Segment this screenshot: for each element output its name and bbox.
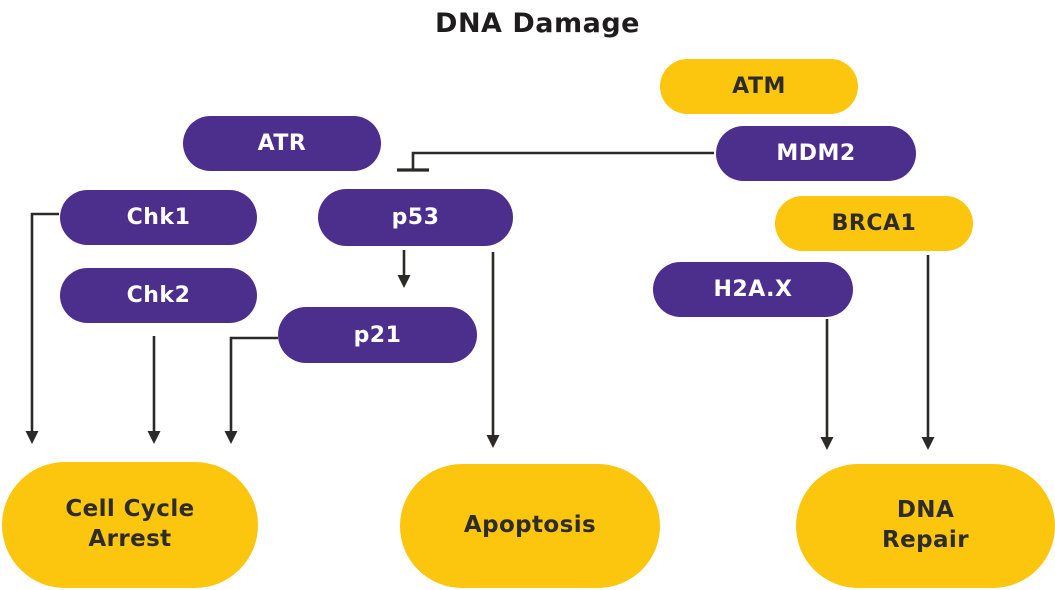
edge-p21-to-cell-cycle-arrest [229,336,278,432]
node-chk2: Chk2 [60,268,257,323]
node-label: Chk1 [126,205,191,230]
outcome-dna-repair: DNA Repair [796,464,1055,588]
node-label: BRCA1 [831,211,917,236]
node-label: ATR [257,131,307,156]
arrowhead-icon [147,431,161,444]
node-p53: p53 [318,189,513,246]
node-label: p53 [391,205,440,230]
arrowhead-icon [25,431,39,444]
arrowhead-icon [820,437,834,450]
node-h2ax: H2A.X [653,262,853,317]
outcome-label: Cell Cycle Arrest [65,496,195,552]
outcome-apoptosis: Apoptosis [400,464,660,588]
node-chk1: Chk1 [60,190,257,245]
arrowhead-icon [397,275,411,288]
outcome-cell-cycle-arrest: Cell Cycle Arrest [2,462,258,588]
node-label: MDM2 [776,141,856,166]
node-label: Chk2 [126,283,191,308]
edge-mdm2-inhibits-p53 [411,151,714,170]
diagram-title: DNA Damage [435,8,640,39]
node-atm: ATM [660,59,858,114]
arrowhead-icon [921,437,935,450]
node-p21: p21 [278,307,477,363]
node-label: H2A.X [713,277,793,302]
arrowhead-icon [486,435,500,448]
node-atr: ATR [183,116,381,171]
edge-chk1-to-cell-cycle-arrest [30,212,59,432]
node-brca1: BRCA1 [775,196,973,251]
outcome-label: DNA Repair [882,497,969,553]
node-label: ATM [732,74,786,99]
arrowhead-icon [224,431,238,444]
outcome-label: Apoptosis [463,512,597,539]
node-mdm2: MDM2 [716,126,916,181]
node-label: p21 [353,322,402,348]
